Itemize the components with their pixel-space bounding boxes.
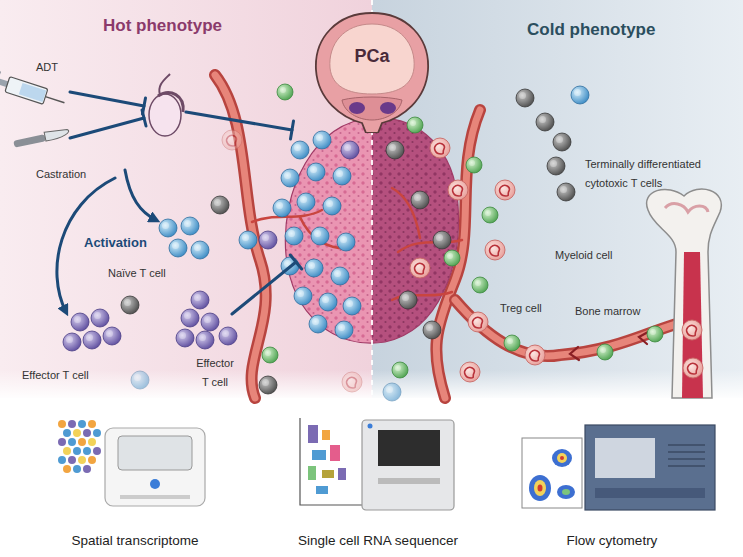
cell-label-box: Effector T cell	[192, 352, 238, 390]
treatment-label-box: Castration	[36, 163, 86, 182]
instrument-caption: Single cell RNA sequencer	[298, 533, 458, 548]
panel-title-box: Cold phenotype	[527, 20, 655, 40]
cell-label: Treg cell	[500, 302, 542, 314]
cell-label: Naïve T cell	[108, 267, 166, 279]
instrument-caption-box: Flow cytometry	[567, 530, 658, 549]
tissue-label: Bone marrow	[575, 305, 640, 317]
treatment-label: Castration	[36, 168, 86, 180]
cell-label: Terminally differentiated cytotoxic T ce…	[585, 158, 701, 189]
cell-label: Effector T cell	[22, 369, 89, 381]
panel-title: Cold phenotype	[527, 20, 655, 39]
panel-title-box: Hot phenotype	[103, 16, 222, 36]
cell-label-box: Effector T cell	[22, 364, 89, 383]
cell-label: Effector T cell	[196, 357, 234, 388]
tissue-label-box: Bone marrow	[575, 300, 640, 319]
arrow-label-box: Activation	[84, 232, 147, 251]
prostate-tumor-organ: PCa	[312, 8, 432, 133]
bladder-shape	[312, 8, 432, 133]
treatment-label: ADT	[36, 61, 58, 73]
treatment-label-box: ADT	[36, 56, 58, 75]
instrument-caption-box: Spatial transcriptome	[72, 530, 199, 549]
cell-label-box: Naïve T cell	[108, 262, 166, 281]
instrument-caption: Flow cytometry	[567, 533, 658, 548]
instrument-caption: Spatial transcriptome	[72, 533, 199, 548]
cell-label: Myeloid cell	[555, 249, 612, 261]
cell-label-box: Treg cell	[500, 297, 542, 316]
cell-label-box: Terminally differentiated cytotoxic T ce…	[585, 153, 725, 191]
instrument-caption-box: Single cell RNA sequencer	[298, 530, 458, 549]
arrow-label: Activation	[84, 235, 147, 250]
cell-label-box: Myeloid cell	[555, 244, 612, 263]
organ-label: PCa	[312, 46, 432, 67]
panel-title: Hot phenotype	[103, 16, 222, 35]
